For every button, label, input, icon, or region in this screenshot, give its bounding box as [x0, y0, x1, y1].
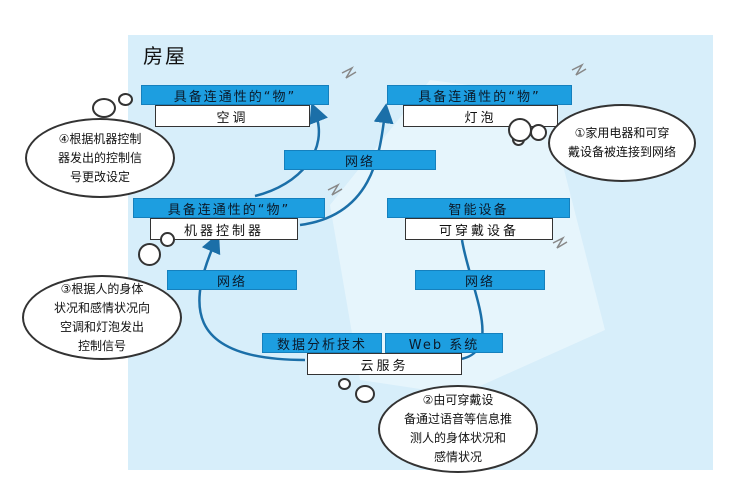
note-4-tail-small — [118, 93, 133, 106]
note-3: ③根据人的身体状况和感情状况向空调和灯泡发出控制信号 — [22, 275, 182, 360]
ac-box: 空调 — [155, 105, 310, 127]
note-2: ②由可穿戴设备通过语音等信息推测人的身体状况和感情状况 — [378, 385, 538, 473]
wearable-box: 可穿戴设备 — [405, 218, 553, 240]
note-1-tail-small — [530, 124, 547, 141]
ac-header: 具备连通性的“物” — [141, 85, 329, 105]
signal-mark-wearable — [552, 236, 568, 249]
cloud-tech-analytics: 数据分析技术 — [262, 333, 382, 353]
note-2-tail-large — [355, 385, 375, 403]
note-1-tail-large — [508, 118, 532, 142]
house-title: 房屋 — [143, 44, 187, 68]
cloud-service-box: 云服务 — [307, 353, 462, 375]
signal-mark-controller — [327, 183, 343, 196]
note-4: ④根据机器控制器发出的控制信号更改设定 — [25, 118, 175, 198]
note-1: ①家用电器和可穿戴设备被连接到网络 — [548, 104, 696, 182]
controller-box: 机器控制器 — [150, 218, 298, 240]
signal-mark-bulb — [571, 63, 587, 76]
wearable-header: 智能设备 — [387, 198, 570, 218]
signal-mark-ac — [341, 66, 357, 79]
note-3-tail-small — [160, 232, 175, 247]
bulb-header: 具备连通性的“物” — [387, 85, 572, 105]
line-cloud-to-controller — [198, 232, 306, 362]
network-left: 网络 — [167, 270, 297, 290]
line-controller-to-bulb — [299, 103, 394, 227]
network-top: 网络 — [284, 150, 436, 170]
network-right: 网络 — [415, 270, 545, 290]
note-4-tail-large — [92, 98, 116, 118]
note-2-tail-small — [338, 378, 351, 390]
controller-header: 具备连通性的“物” — [133, 198, 325, 218]
note-3-tail-large — [138, 243, 161, 266]
cloud-tech-web: Web 系统 — [385, 333, 503, 353]
line-wearable-to-cloud — [440, 239, 484, 370]
